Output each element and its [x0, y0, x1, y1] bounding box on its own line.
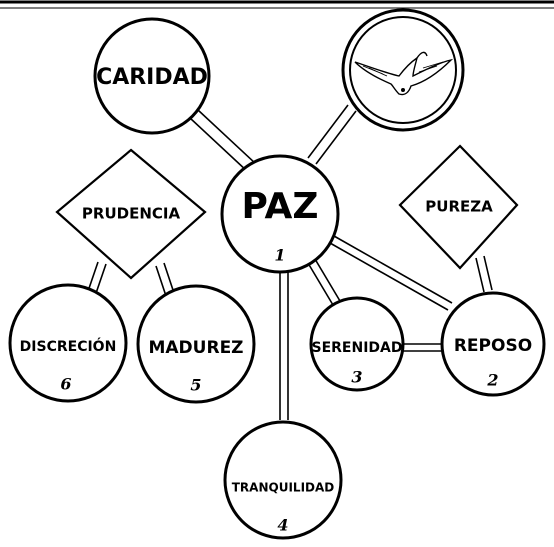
connector-dove-paz: [307, 104, 357, 165]
node-madurez-number: 5: [190, 376, 201, 395]
node-serenidad-label: SERENIDAD: [312, 340, 403, 356]
node-prudencia: PRUDENCIA: [55, 148, 207, 280]
node-tranquilidad: TRANQUILIDAD 4: [223, 420, 343, 540]
node-tranquilidad-label: TRANQUILIDAD: [232, 481, 335, 495]
connector-paz-serenidad: [304, 253, 341, 306]
node-tranquilidad-number: 4: [277, 516, 288, 535]
node-reposo-label: REPOSO: [454, 336, 532, 356]
node-discrecion-label: DISCRECIÓN: [20, 337, 117, 355]
connector-paz-tranquilidad: [279, 262, 289, 420]
node-reposo: REPOSO 2: [440, 291, 546, 397]
node-madurez: MADUREZ 5: [136, 284, 256, 404]
node-paz-number: 1: [274, 246, 285, 265]
node-serenidad: SERENIDAD 3: [309, 296, 405, 392]
node-serenidad-number: 3: [351, 368, 362, 387]
node-prudencia-label: PRUDENCIA: [82, 205, 181, 223]
node-pureza: PUREZA: [398, 144, 519, 270]
connector-pureza-reposo: [475, 255, 493, 293]
node-paz-label: PAZ: [241, 186, 318, 227]
node-paz: PAZ 1: [220, 154, 340, 274]
node-dove: [341, 8, 465, 132]
connector-serenidad-reposo: [400, 343, 442, 352]
connector-caridad-paz: [189, 109, 257, 173]
dove-icon: [354, 51, 454, 96]
node-discrecion-number: 6: [60, 375, 71, 394]
connector-paz-reposo: [329, 235, 453, 311]
node-reposo-number: 2: [486, 371, 498, 390]
node-pureza-label: PUREZA: [425, 198, 493, 216]
node-caridad-label: CARIDAD: [96, 65, 208, 90]
node-madurez-label: MADUREZ: [148, 338, 243, 358]
node-caridad: CARIDAD: [93, 17, 211, 135]
node-discrecion: DISCRECIÓN 6: [8, 283, 128, 403]
connector-prudencia-madurez: [155, 262, 175, 297]
